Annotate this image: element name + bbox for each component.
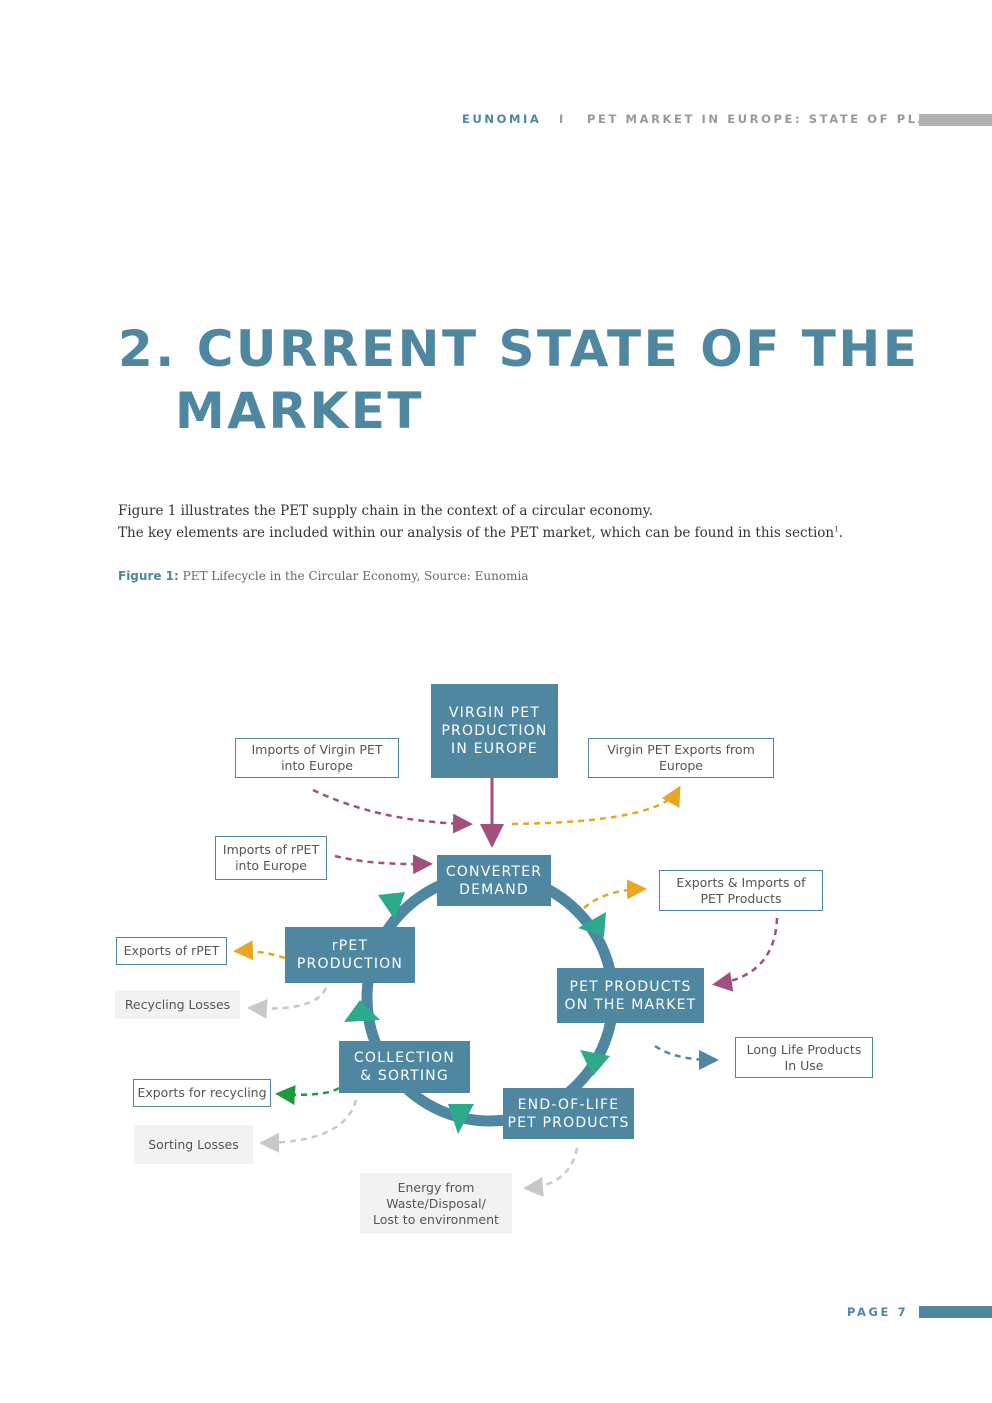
label-line: Exports & Imports of	[676, 874, 806, 890]
label-line: COLLECTION	[353, 1050, 456, 1066]
label-line: & SORTING	[360, 1068, 449, 1084]
label-line: PRODUCTION	[296, 956, 404, 972]
label-line: Exports for recycling	[137, 1085, 267, 1100]
label-line: Europe	[659, 758, 703, 773]
body-paragraph-1: Figure 1 illustrates the PET supply chai…	[118, 503, 653, 519]
label-line: into Europe	[281, 758, 353, 773]
box-exports-for-recycling[interactable]: Exports for recycling	[133, 1079, 271, 1107]
label-line: Exports of rPET	[123, 943, 220, 958]
page-number: PAGE 7	[847, 1305, 909, 1319]
ring-arrow-icon	[578, 912, 606, 937]
label-line: In Use	[784, 1057, 824, 1073]
label-line: Recycling Losses	[124, 996, 231, 1012]
caption-label: Figure 1:	[118, 569, 179, 583]
label-line: Energy from	[397, 1179, 475, 1195]
box-exports-rpet[interactable]: Exports of rPET	[116, 937, 227, 965]
label-line: END-OF-LIFE	[517, 1096, 620, 1113]
label-line: Long Life Products	[746, 1041, 862, 1057]
box-sorting-losses[interactable]: Sorting Losses	[134, 1125, 253, 1164]
page-title: 2. CURRENT STATE OF THE MARKET	[118, 318, 919, 442]
node-collection-sorting[interactable]: COLLECTION & SORTING	[339, 1041, 470, 1093]
footnote-ref[interactable]: 1	[834, 525, 839, 534]
header-doc-title: PET MARKET IN EUROPE: STATE OF PLAY	[587, 112, 940, 126]
caption-text: PET Lifecycle in the Circular Economy, S…	[178, 569, 529, 583]
header-separator: I	[559, 112, 566, 126]
box-recycling-losses[interactable]: Recycling Losses	[115, 990, 240, 1019]
node-rpet-production[interactable]: rPET PRODUCTION	[285, 927, 415, 983]
title-line-1: 2. CURRENT STATE OF THE	[118, 320, 920, 378]
label-line: PET PRODUCTS	[507, 1114, 630, 1131]
label-line: PET Products	[700, 890, 782, 906]
label-line: CONVERTER	[445, 863, 543, 880]
label-line: Waste/Disposal/	[386, 1195, 486, 1211]
label-line: IN EUROPE	[451, 741, 538, 757]
label-line: ON THE MARKET	[564, 996, 697, 1013]
body-paragraph-2: The key elements are included within our…	[118, 525, 843, 541]
label-line: Imports of rPET	[222, 842, 320, 857]
label-line: Lost to environment	[373, 1211, 499, 1227]
label-line: Imports of Virgin PET	[251, 742, 383, 757]
ring-arrow-icon	[378, 892, 405, 920]
footer-bar	[919, 1306, 992, 1318]
title-line-2: MARKET	[175, 382, 424, 440]
figure-caption: Figure 1: PET Lifecycle in the Circular …	[118, 569, 528, 583]
label-line: into Europe	[235, 858, 307, 873]
label-line: PET PRODUCTS	[569, 978, 692, 995]
label-line: DEMAND	[459, 881, 529, 898]
node-virgin-pet-production[interactable]: VIRGIN PET PRODUCTION IN EUROPE	[431, 684, 558, 778]
label-line: Virgin PET Exports from	[607, 742, 755, 757]
label-line: PRODUCTION	[441, 723, 548, 739]
ring-arrow-icon	[580, 1050, 610, 1076]
ring-arrow-icon	[448, 1104, 474, 1134]
ring-arrow-icon	[344, 1000, 380, 1022]
ring-direction-arrows	[344, 892, 610, 1134]
header-bar	[919, 114, 992, 126]
header-brand: EUNOMIA	[462, 112, 542, 126]
label-line: VIRGIN PET	[448, 705, 541, 721]
p2-end: .	[838, 525, 843, 541]
label-line: rPET	[331, 938, 369, 954]
p2-text: The key elements are included within our…	[118, 525, 835, 541]
label-line: Sorting Losses	[148, 1136, 239, 1152]
